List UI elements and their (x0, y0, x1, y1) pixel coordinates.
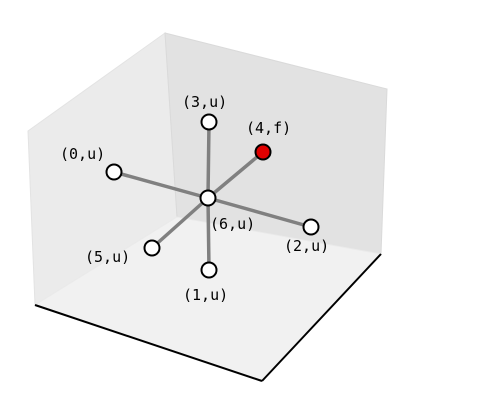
y-axis-line (261, 253, 382, 382)
edge-6-1 (206, 196, 211, 272)
node-0-label: (0,u) (60, 145, 105, 163)
node-6-center (199, 189, 217, 207)
edge-6-2 (206, 196, 313, 229)
node-5-label: (5,u) (85, 248, 130, 266)
node-2 (302, 218, 320, 236)
edges (112, 120, 313, 272)
node-1 (200, 261, 218, 279)
node-3 (200, 113, 218, 131)
edge-6-5 (150, 196, 210, 250)
node-1-label: (1,u) (183, 286, 228, 304)
node-4-label: (4,f) (246, 119, 291, 137)
node-4 (254, 143, 272, 161)
edge-6-4 (206, 150, 265, 200)
node-0 (105, 163, 123, 181)
center-node-label: (6,u) (210, 215, 255, 233)
node-2-label: (2,u) (284, 237, 329, 255)
nodes (105, 113, 320, 279)
edge-6-3 (206, 120, 211, 200)
x-axis-line (34, 304, 263, 382)
node-3-label: (3,u) (182, 93, 227, 111)
node-5 (143, 239, 161, 257)
edge-6-0 (112, 170, 210, 200)
